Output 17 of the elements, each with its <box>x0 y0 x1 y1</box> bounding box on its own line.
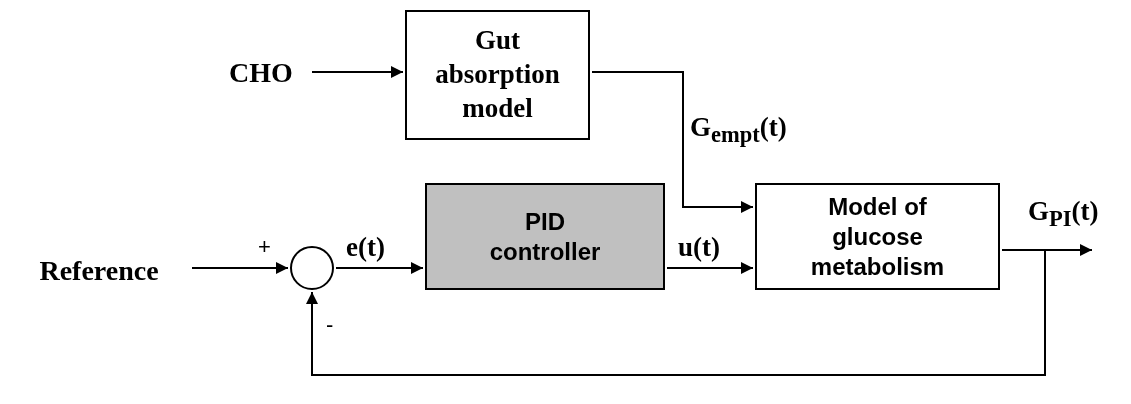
signal-label: CHO <box>229 55 293 90</box>
block <box>405 10 590 140</box>
summing-junction <box>290 246 334 290</box>
block <box>425 183 665 290</box>
sign-label: + <box>258 234 271 260</box>
sign-label: - <box>326 312 334 338</box>
block-label: PID controller <box>488 206 602 267</box>
block-label: Model of glucose metabolism <box>809 191 946 282</box>
arrow <box>335 262 424 274</box>
arrow <box>311 66 404 78</box>
block-label: Gut absorption model <box>435 24 560 125</box>
arrow <box>191 262 289 274</box>
arrow <box>306 249 1046 376</box>
block <box>755 183 1000 290</box>
signal-label: Reference <box>39 253 159 288</box>
arrow <box>666 262 754 274</box>
arrow <box>591 71 754 213</box>
